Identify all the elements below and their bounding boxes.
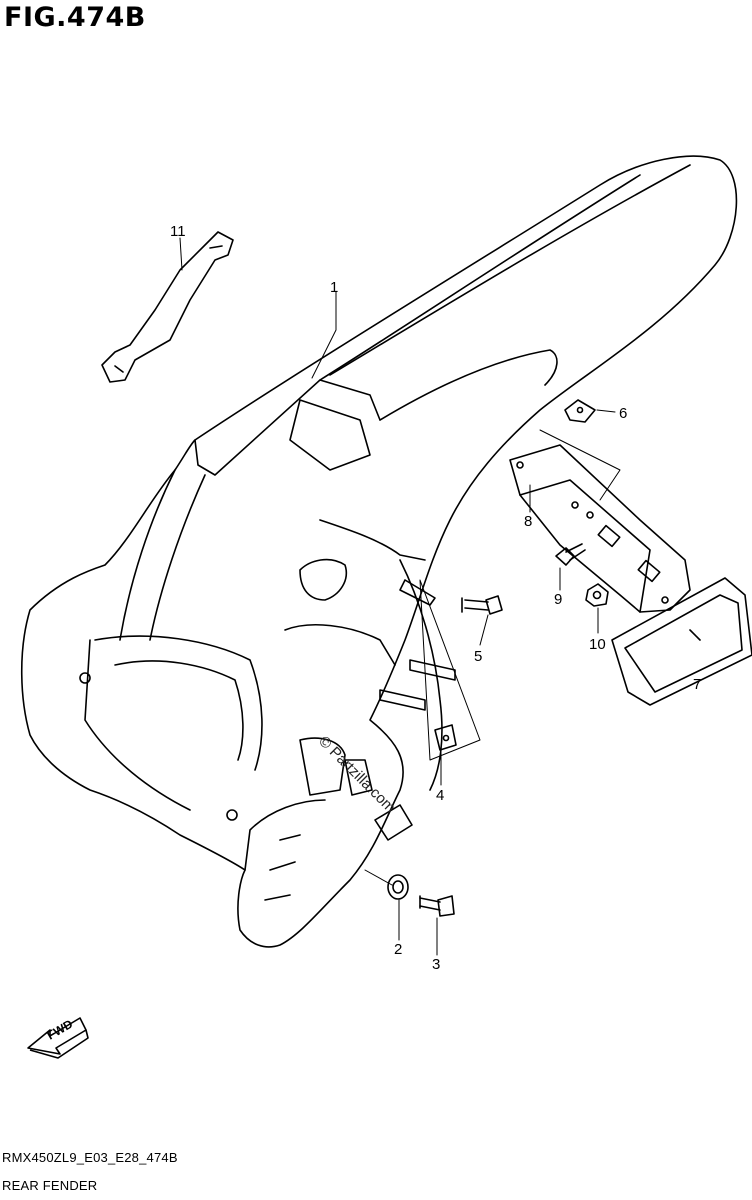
callout-2: 2 [394, 941, 402, 958]
figure-title: FIG.474B [4, 2, 146, 33]
callout-10: 10 [589, 636, 606, 653]
callout-9: 9 [554, 591, 562, 608]
leader-5 [479, 614, 489, 646]
callout-5: 5 [474, 648, 482, 665]
leader-1 [311, 291, 337, 379]
reflector-bracket-part[interactable] [509, 444, 691, 613]
rear-fender-part[interactable] [20, 155, 738, 948]
callout-7: 7 [693, 676, 701, 693]
bolt-9-part[interactable] [555, 543, 586, 566]
callout-4: 4 [436, 787, 444, 804]
figure-caption: REAR FENDER [2, 1178, 98, 1193]
watermark: © Partzilla.com [315, 733, 398, 816]
callout-3: 3 [432, 956, 440, 973]
leader-6 [596, 409, 616, 413]
callout-8: 8 [524, 513, 532, 530]
nut-10-part[interactable] [585, 583, 609, 607]
leader-11 [179, 237, 183, 271]
reflector-part[interactable] [611, 577, 752, 706]
collar-2-part[interactable] [387, 874, 409, 900]
figure-code: RMX450ZL9_E03_E28_474B [2, 1150, 178, 1165]
callout-6: 6 [619, 405, 627, 422]
bolt-5-part[interactable] [461, 595, 503, 615]
callout-1: 1 [330, 279, 338, 296]
bolt-3-part[interactable] [419, 895, 455, 917]
leader-2-ref [364, 869, 393, 886]
fwd-arrow-icon: FWD [27, 1017, 89, 1059]
tool-wrench-part[interactable] [101, 231, 234, 383]
callout-11: 11 [170, 223, 186, 240]
clip-nut-4-part[interactable] [434, 724, 457, 751]
nut-clip-part[interactable] [564, 399, 596, 423]
